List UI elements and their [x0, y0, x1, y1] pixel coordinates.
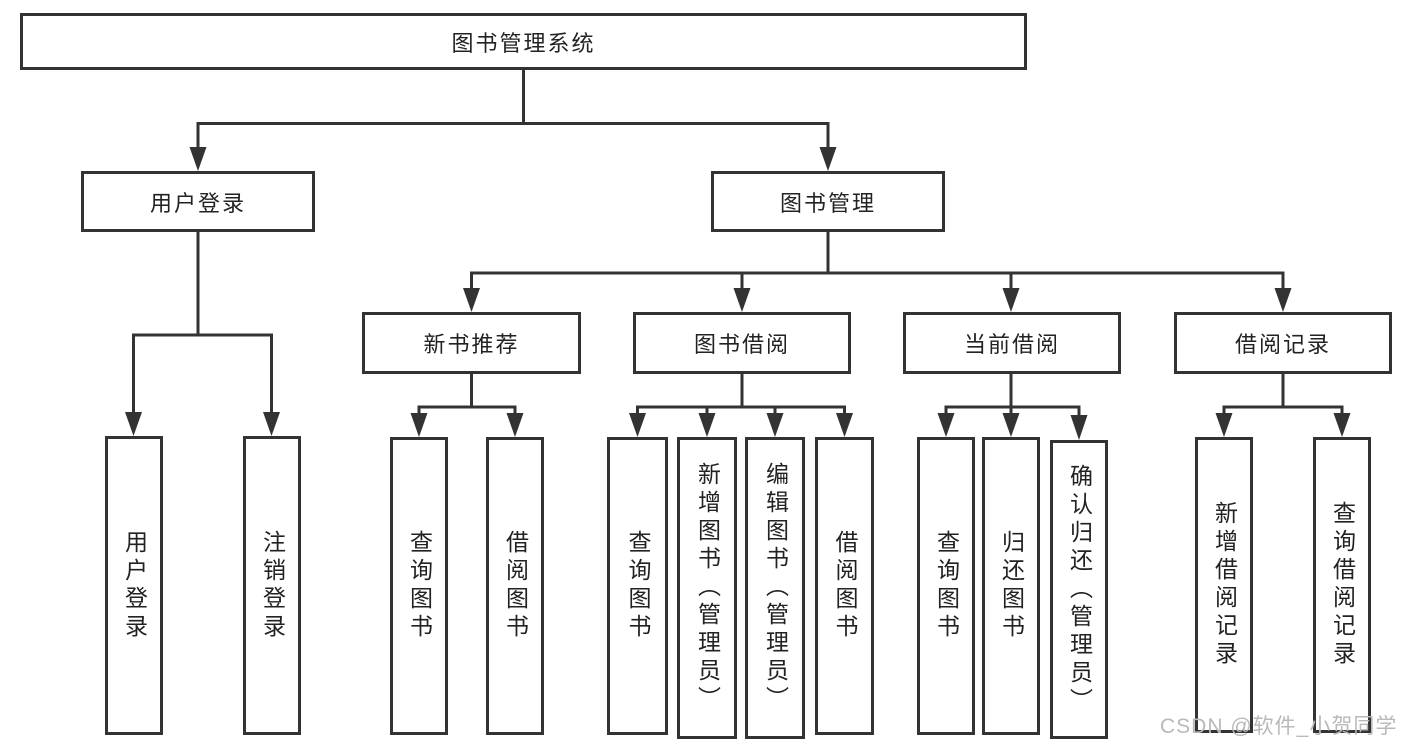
node-label: 借阅记录: [1234, 332, 1331, 357]
node-current-borrowing: 当前借阅: [903, 312, 1121, 374]
node-label: 图书管理系统: [451, 30, 596, 56]
connector-borrowrecords-to-leaves: [1222, 374, 1344, 416]
node-label: 查询图书: [406, 530, 433, 642]
connector-bookborrow-to-leaves: [636, 374, 846, 416]
node-user-login: 用户登录: [81, 171, 315, 232]
node-new-book-recommendation: 新书推荐: [362, 312, 581, 374]
node-label: 查询借阅记录: [1329, 501, 1356, 669]
node-label: 确认归还（管理员）: [1066, 463, 1093, 716]
leaf-bookborrow-add-books-admin: 新增图书（管理员）: [677, 437, 737, 739]
connector-bookmgmt-to-level3: [470, 232, 1285, 290]
leaf-currentborrow-query-books: 查询图书: [917, 437, 975, 735]
node-label: 借阅图书: [502, 530, 529, 642]
connector-userlogin-to-leaves: [132, 232, 273, 414]
node-label: 用户登录: [121, 529, 148, 642]
node-label: 新增借阅记录: [1211, 501, 1238, 669]
arrowheads: [125, 147, 1351, 440]
leaf-records-query-borrow-record: 查询借阅记录: [1313, 437, 1371, 733]
node-book-management: 图书管理: [711, 171, 945, 232]
node-label: 新增图书（管理员）: [694, 462, 721, 714]
node-borrowing-records: 借阅记录: [1174, 312, 1392, 374]
leaf-records-add-borrow-record: 新增借阅记录: [1195, 437, 1253, 733]
node-label: 查询图书: [933, 530, 960, 642]
node-label: 新书推荐: [423, 332, 520, 357]
node-label: 编辑图书（管理员）: [762, 462, 789, 714]
leaf-bookborrow-edit-books-admin: 编辑图书（管理员）: [745, 437, 805, 739]
leaf-newbooks-query-books: 查询图书: [390, 437, 448, 735]
leaf-newbooks-borrow-books: 借阅图书: [486, 437, 544, 735]
leaf-user-login: 用户登录: [105, 436, 163, 735]
leaf-currentborrow-return-books: 归还图书: [982, 437, 1040, 735]
csdn-watermark: CSDN @软件_小贺同学: [1160, 715, 1398, 738]
node-label: 图书借阅: [693, 332, 790, 357]
connector-root-to-level2: [196, 70, 830, 150]
node-label: 查询图书: [625, 530, 651, 642]
leaf-currentborrow-confirm-return-admin: 确认归还（管理员）: [1050, 440, 1108, 739]
leaf-bookborrow-borrow-books: 借阅图书: [815, 437, 874, 735]
leaf-bookborrow-query-books: 查询图书: [607, 437, 668, 735]
node-label: 借阅图书: [832, 530, 858, 642]
node-library-management-system: 图书管理系统: [20, 13, 1027, 70]
node-label: 图书管理: [779, 190, 876, 216]
connector-currentborrow-to-leaves: [944, 374, 1081, 416]
node-label: 当前借阅: [963, 332, 1060, 357]
node-label: 注销登录: [259, 529, 286, 642]
leaf-logout: 注销登录: [243, 436, 301, 735]
connector-newbooks-to-leaves: [417, 374, 517, 416]
node-label: 用户登录: [149, 190, 246, 216]
node-book-borrowing: 图书借阅: [633, 312, 851, 374]
node-label: 归还图书: [998, 530, 1025, 642]
